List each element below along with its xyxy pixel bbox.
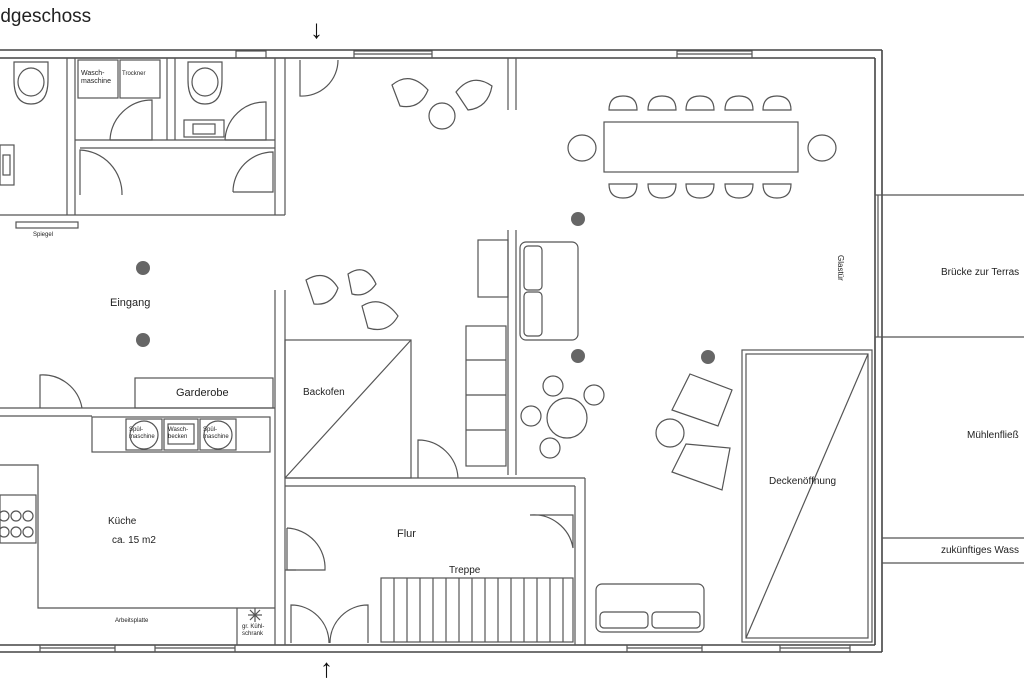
entrance-arrow-top: ↓ xyxy=(310,14,323,44)
dining-chair xyxy=(762,183,792,199)
page-title: rdgeschoss xyxy=(0,6,92,27)
doors xyxy=(39,59,574,644)
chairs xyxy=(567,95,837,199)
label-trockner: Trockner xyxy=(122,71,146,77)
armchairs xyxy=(305,78,733,491)
dining-chair xyxy=(724,95,754,111)
room-label-treppe: Treppe xyxy=(449,565,481,576)
room-label-garderobe: Garderobe xyxy=(176,387,229,399)
room-label-backofen: Backofen xyxy=(303,387,345,398)
dining-chair xyxy=(647,183,677,199)
dining-group xyxy=(603,121,799,173)
label-zukuenftiges-wasser: zukünftiges Wass xyxy=(941,545,1019,556)
dining-chair xyxy=(608,95,638,111)
garderobe-block xyxy=(134,377,274,409)
ceiling-lights xyxy=(136,212,715,364)
dining-chair xyxy=(567,134,597,162)
exterior-areas xyxy=(882,194,1024,564)
dining-chair xyxy=(685,183,715,199)
room-label-kueche-area: ca. 15 m2 xyxy=(112,535,156,546)
label-muehlenfliess: Mühlenfließ xyxy=(967,430,1019,441)
label-waschmaschine: Wasch- maschine xyxy=(81,70,111,85)
backofen-block xyxy=(284,239,509,479)
label-arbeitsplatte: Arbeitsplatte xyxy=(115,618,149,624)
windows xyxy=(39,50,883,653)
bathroom-fixtures xyxy=(0,59,225,229)
ceiling-opening xyxy=(741,349,873,643)
dining-chair xyxy=(685,95,715,111)
dining-chair xyxy=(762,95,792,111)
label-spuelmaschine-1: Spül- maschine xyxy=(129,427,155,440)
dining-chair xyxy=(724,183,754,199)
label-glastuer: Glastür xyxy=(836,255,845,281)
sofas xyxy=(465,241,705,633)
dining-chair xyxy=(647,95,677,111)
label-bruecke-terrasse: Brücke zur Terras xyxy=(941,267,1020,278)
label-waschbecken: Wasch- becken xyxy=(168,427,189,440)
room-label-eingang: Eingang xyxy=(110,297,151,309)
kitchen-counters xyxy=(0,416,275,645)
stairs xyxy=(380,577,574,643)
label-spiegel: Spiegel xyxy=(33,232,54,238)
dining-chair xyxy=(608,183,638,199)
room-label-kueche: Küche xyxy=(108,516,137,527)
entrance-arrow-bottom: ↑ xyxy=(320,653,333,683)
round-tables xyxy=(428,102,685,459)
interior-walls xyxy=(0,58,586,645)
room-label-deckenoeffnung: Deckenöffnung xyxy=(769,476,837,487)
stair-steps xyxy=(393,578,564,642)
dining-chair xyxy=(807,134,837,162)
outer-walls xyxy=(0,49,883,653)
label-spuelmaschine-2: Spül- maschine xyxy=(203,427,229,440)
room-label-flur: Flur xyxy=(397,528,416,540)
label-kuehlschrank: gr. Kühl- schrank xyxy=(242,624,265,637)
